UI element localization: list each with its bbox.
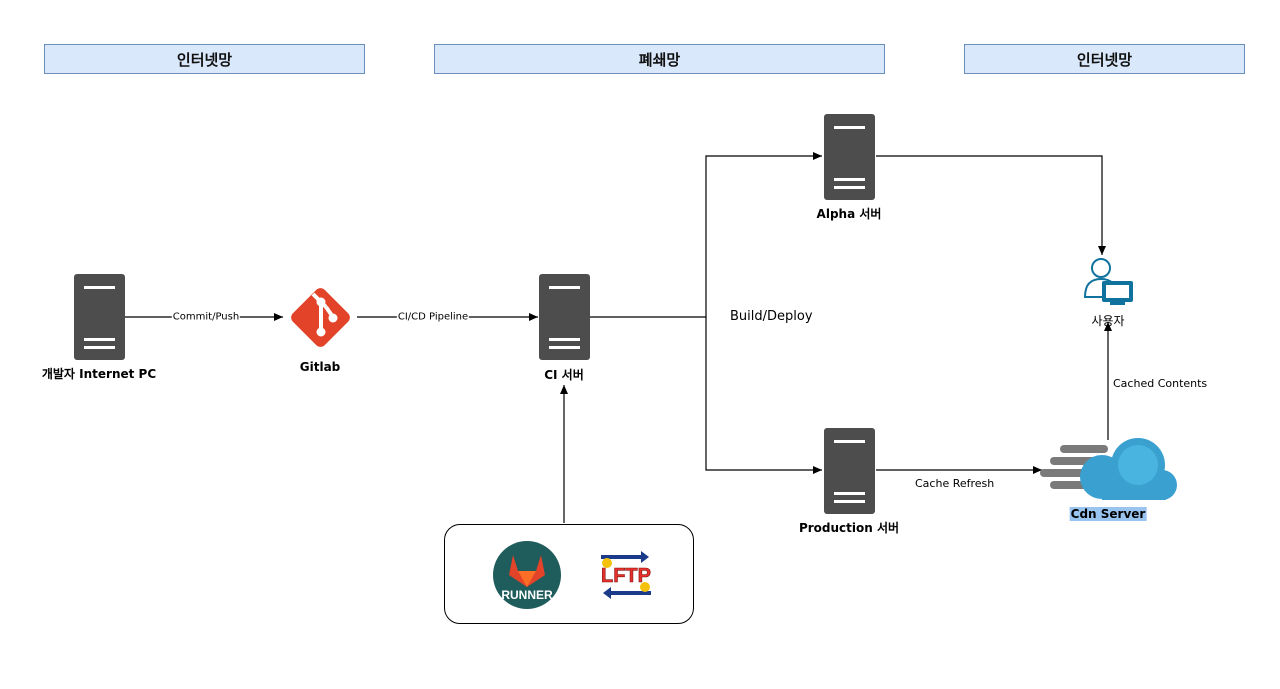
- alpha-server-icon: [824, 114, 875, 200]
- runner-text: RUNNER: [501, 588, 553, 602]
- cdn-server-label: Cdn Server: [1069, 507, 1147, 521]
- lftp-text: LFTP: [601, 565, 651, 587]
- edge-build-deploy-alpha: [590, 152, 822, 318]
- gitlab-label: Gitlab: [299, 360, 341, 374]
- user-computer-icon: [1083, 258, 1133, 305]
- edge-build-deploy-production: [705, 317, 822, 474]
- build-deploy-label: Build/Deploy: [730, 309, 813, 324]
- lftp-logo-icon: LFTP: [601, 551, 651, 599]
- ci-cd-pipeline-label: CI/CD Pipeline: [396, 311, 470, 323]
- cached-contents-label: Cached Contents: [1113, 377, 1208, 390]
- dev-pc-label: 개발자 Internet PC: [41, 367, 157, 381]
- zone-closed-network: 폐쇄망: [434, 44, 885, 74]
- user-label: 사용자: [1091, 314, 1125, 328]
- production-server-label: Production 서버: [798, 521, 900, 535]
- gitlab-git-icon: [291, 288, 350, 347]
- cdn-server-label-wrap: Cdn Server: [1069, 507, 1147, 521]
- ci-server-label: CI 서버: [544, 368, 584, 382]
- ci-server-icon: [539, 274, 590, 360]
- cdn-cloud-icon: [1040, 438, 1177, 500]
- build-tools-box: RUNNER LFTP: [444, 524, 694, 624]
- cache-refresh-label: Cache Refresh: [915, 477, 995, 490]
- alpha-server-label: Alpha 서버: [816, 207, 882, 221]
- edge-alpha-to-user: [876, 155, 1106, 255]
- zone-internet-left: 인터넷망: [44, 44, 365, 74]
- zone-internet-right: 인터넷망: [964, 44, 1245, 74]
- dev-pc-server-icon: [74, 274, 125, 360]
- commit-push-label: Commit/Push: [171, 311, 241, 323]
- production-server-icon: [824, 428, 875, 514]
- gitlab-runner-logo-icon: RUNNER: [493, 541, 561, 609]
